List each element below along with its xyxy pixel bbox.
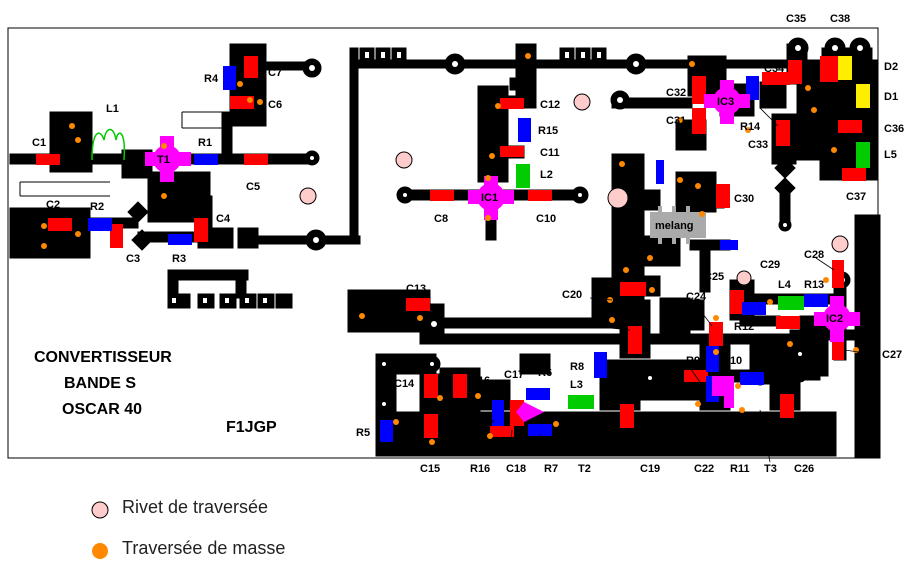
- label-r13: R13: [804, 279, 824, 291]
- label-c7: C7: [268, 67, 282, 79]
- label-c18: C18: [506, 463, 526, 475]
- label-l3: L3: [570, 379, 583, 391]
- label-c25: C25: [704, 271, 724, 283]
- label-r10: R10: [722, 355, 742, 367]
- label-c22: C22: [694, 463, 714, 475]
- label-ic2: IC2: [826, 313, 843, 325]
- label-c10: C10: [536, 213, 556, 225]
- label-r3: R3: [172, 253, 186, 265]
- legend-ground-label: Traversée de masse: [122, 538, 286, 558]
- rivets: [299, 93, 849, 286]
- label-r14: R14: [740, 121, 761, 133]
- legend-rivet-symbol: [91, 501, 109, 519]
- label-r16b: R16: [750, 355, 770, 367]
- title-line-1: CONVERTISSEUR: [34, 349, 172, 366]
- leader-lines: [479, 107, 879, 463]
- label-c36: C36: [884, 123, 904, 135]
- label-c6: C6: [268, 99, 282, 111]
- label-c29: C29: [760, 259, 780, 271]
- label-c28: C28: [804, 249, 824, 261]
- inductors: [516, 142, 870, 409]
- label-c24: C24: [686, 291, 707, 303]
- label-r16a: R16: [470, 463, 490, 475]
- label-c21: C21: [556, 317, 576, 329]
- label-c31: C31: [666, 115, 686, 127]
- legend-rivet-label: Rivet de traversée: [122, 497, 269, 517]
- label-c13: C13: [406, 283, 426, 295]
- label-r2: R2: [90, 201, 104, 213]
- label-r6: R6: [538, 367, 552, 379]
- label-c5: C5: [246, 181, 260, 193]
- coil-l1: [91, 128, 126, 161]
- label-c26: C26: [794, 463, 814, 475]
- label-c14: C14: [394, 378, 415, 390]
- label-c27: C27: [882, 349, 902, 361]
- label-t2: T2: [578, 463, 591, 475]
- title-line-3: OSCAR 40: [62, 401, 142, 418]
- label-c12: C12: [540, 99, 560, 111]
- author-callsign: F1JGP: [226, 419, 277, 436]
- ic-packages: [145, 80, 860, 422]
- label-ic3: IC3: [717, 96, 734, 108]
- mixer-package: [650, 212, 706, 238]
- label-c15: C15: [420, 463, 440, 475]
- label-d2: D2: [884, 61, 898, 73]
- label-c4: C4: [216, 213, 231, 225]
- label-c38: C38: [830, 13, 850, 25]
- label-c32: C32: [666, 87, 686, 99]
- label-c19: C19: [640, 463, 660, 475]
- label-mixer: melang: [655, 220, 694, 232]
- legend-ground-symbol: [92, 543, 108, 559]
- stripline-outlines: [19, 111, 232, 197]
- label-r15: R15: [538, 125, 558, 137]
- component-labels: C1 C2 C3 C4 C5 C6 C7 C8 C10 C11 C12 C13 …: [32, 13, 904, 475]
- label-c34: C34: [764, 63, 785, 75]
- label-l2: L2: [540, 169, 553, 181]
- label-r9: R9: [686, 355, 700, 367]
- label-c17: C17: [504, 369, 524, 381]
- diodes: [838, 56, 870, 108]
- label-r5: R5: [356, 427, 370, 439]
- label-r11: R11: [730, 463, 750, 475]
- label-t1: T1: [157, 154, 170, 166]
- label-c37: C37: [846, 191, 866, 203]
- label-c2: C2: [46, 199, 60, 211]
- label-r7: R7: [544, 463, 558, 475]
- label-d1: D1: [884, 91, 898, 103]
- label-c30: C30: [734, 193, 754, 205]
- label-c16: C16: [470, 375, 490, 387]
- label-l5: L5: [884, 149, 897, 161]
- label-l4: L4: [778, 279, 792, 291]
- label-r8: R8: [570, 361, 584, 373]
- label-ic1: IC1: [481, 192, 498, 204]
- label-c20: C20: [562, 289, 582, 301]
- label-c8: C8: [434, 213, 448, 225]
- label-c35: C35: [786, 13, 806, 25]
- label-t3: T3: [764, 463, 777, 475]
- label-c11: C11: [540, 147, 560, 159]
- label-c1: C1: [32, 137, 46, 149]
- capacitors: [36, 56, 866, 438]
- ground-vias: [41, 53, 859, 445]
- title-line-2: BANDE S: [64, 375, 136, 392]
- label-c3: C3: [126, 253, 140, 265]
- label-r1: R1: [198, 137, 212, 149]
- label-l1: L1: [106, 103, 119, 115]
- label-r4: R4: [204, 73, 219, 85]
- label-r12: R12: [734, 321, 754, 333]
- label-c33: C33: [748, 139, 768, 151]
